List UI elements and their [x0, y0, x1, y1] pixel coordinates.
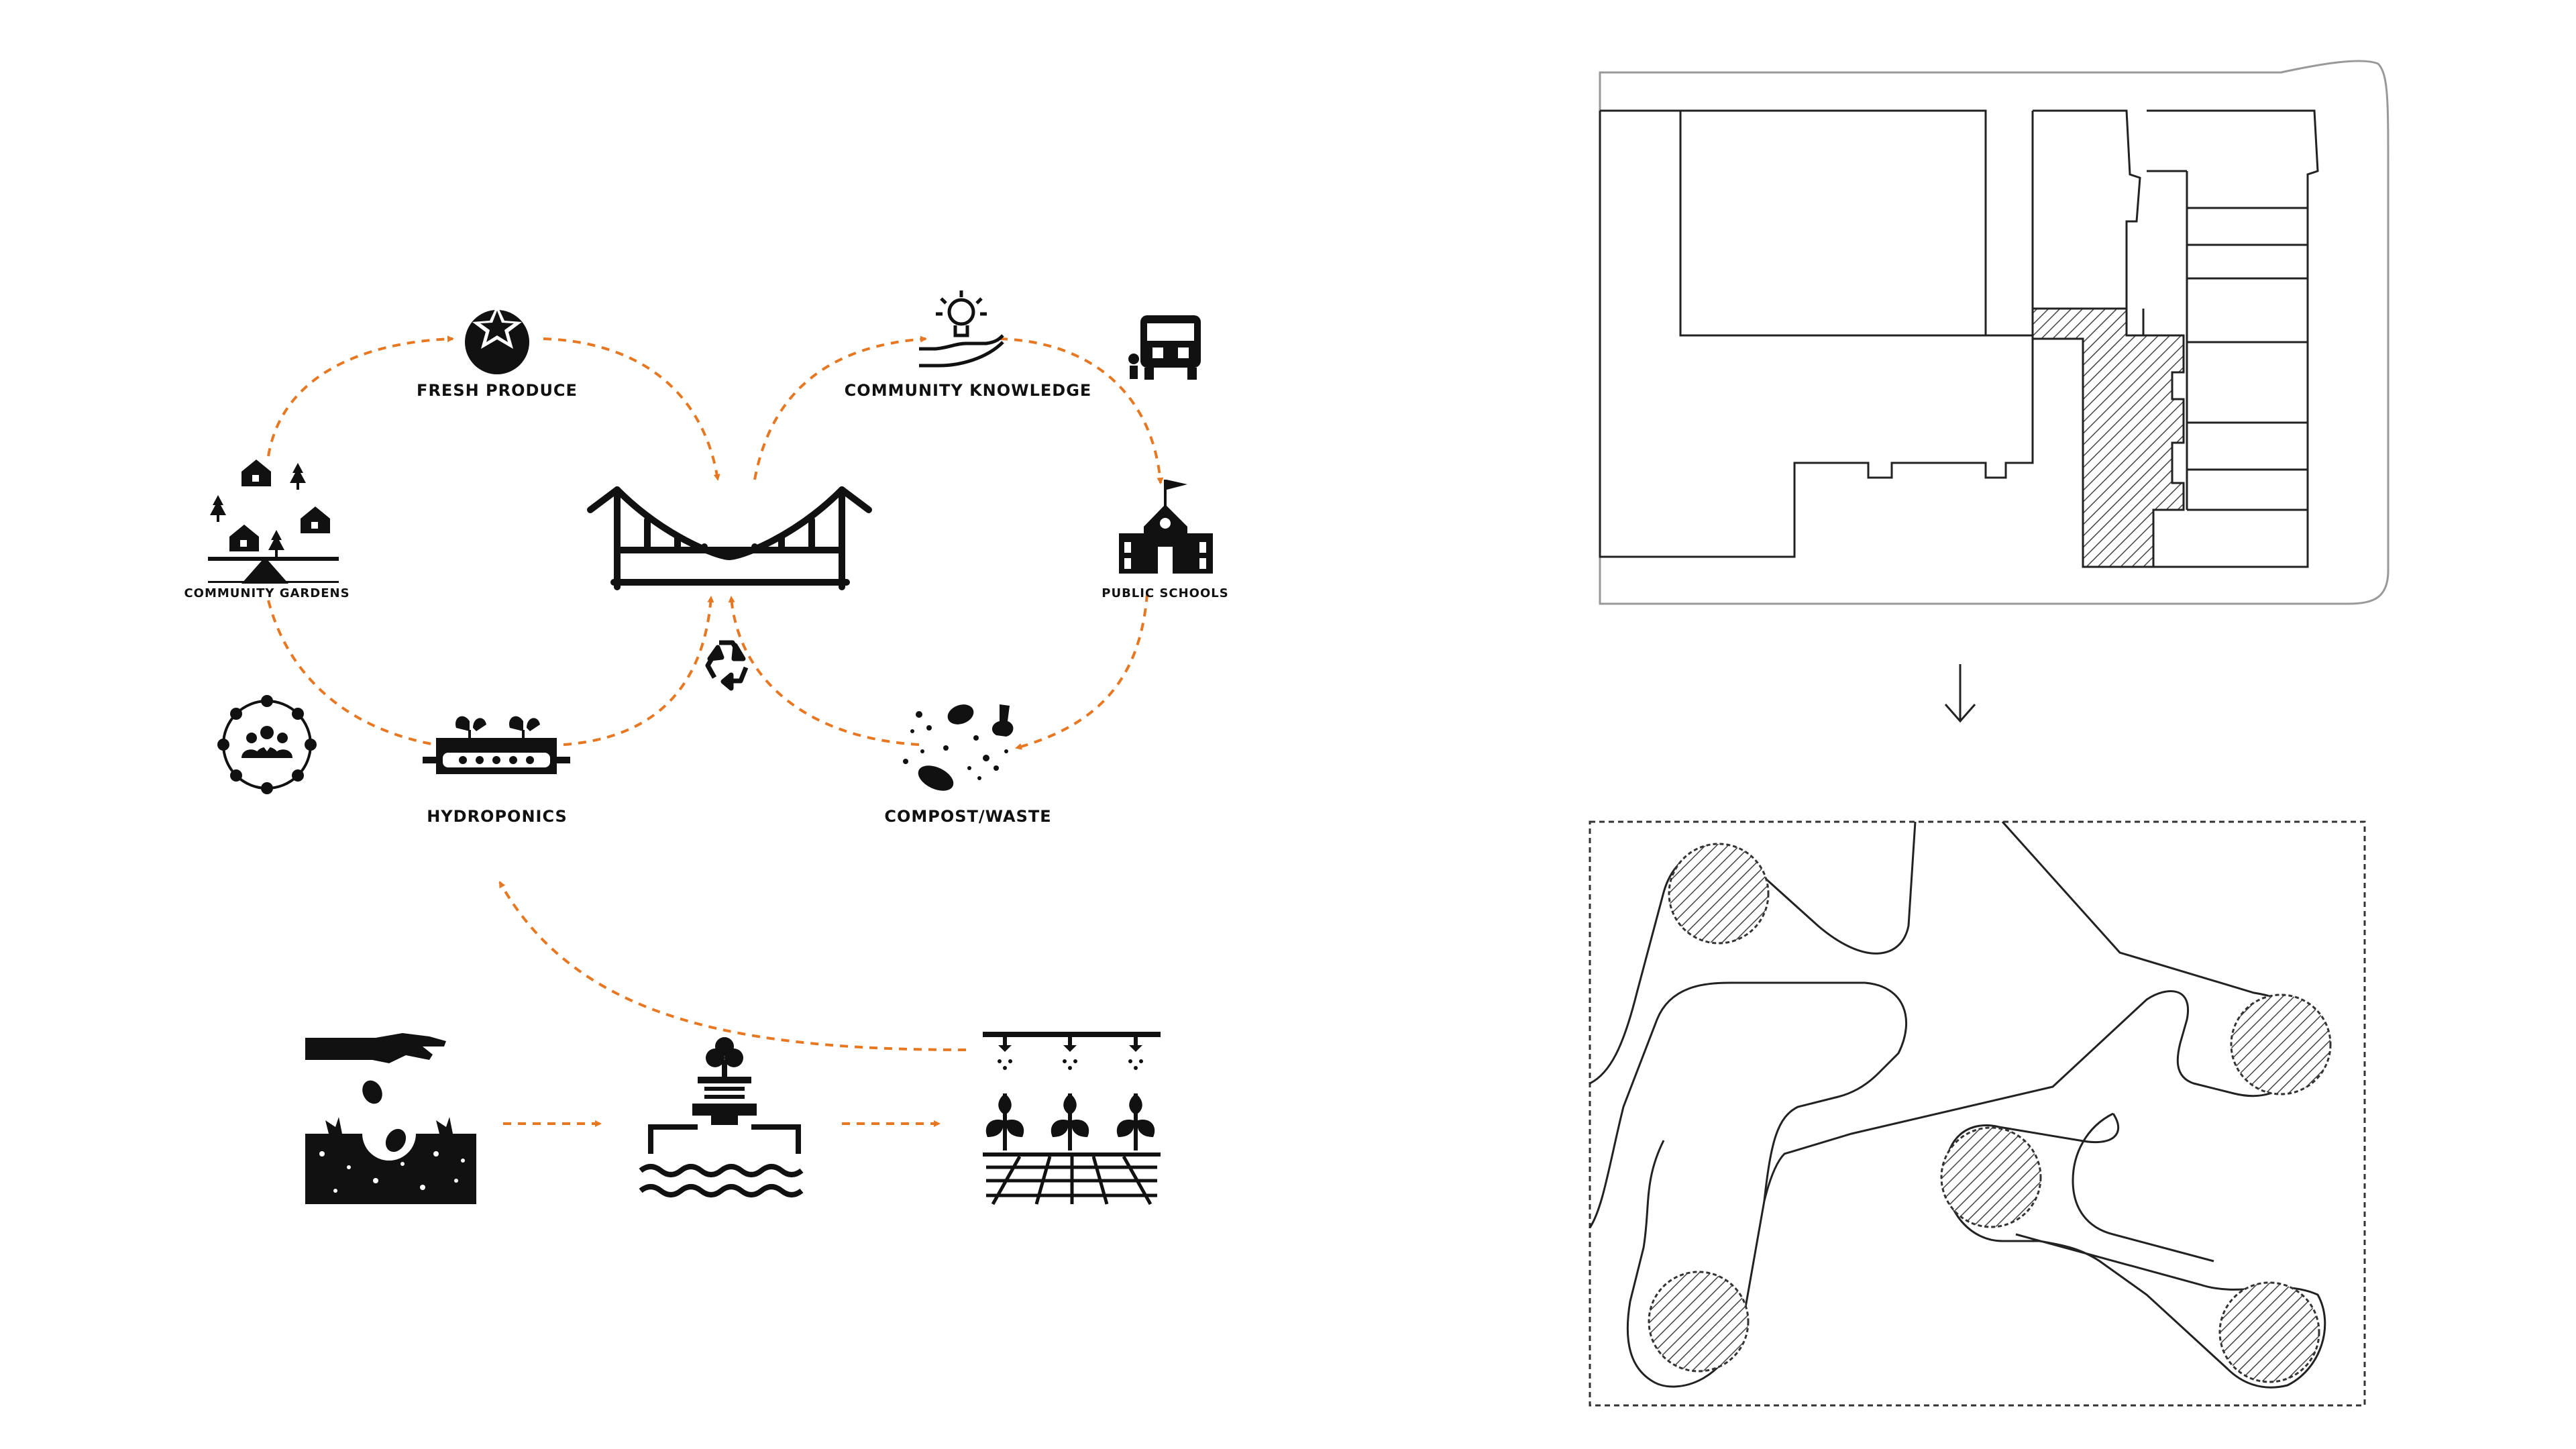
building-strip — [2031, 109, 2141, 463]
irrigation-crops-icon — [983, 1032, 1161, 1205]
tomato-icon — [465, 305, 529, 374]
site-boundary — [1599, 60, 2390, 605]
houses-trees-icon — [208, 460, 339, 584]
down-arrow-icon — [1944, 664, 1976, 723]
path-middle-band — [1589, 981, 1908, 1388]
seed-planting-icon — [305, 1033, 476, 1204]
hatched-circles — [1648, 843, 2332, 1383]
recycle-icon — [705, 640, 749, 691]
compost-scraps-icon — [903, 704, 1014, 791]
label-fresh-produce: FRESH PRODUCE — [417, 381, 578, 400]
arrow-bridge-to-knowledge — [753, 335, 927, 480]
site-plan — [1599, 60, 2390, 605]
label-hydroponics: HYDROPONICS — [427, 807, 568, 826]
planter-circle — [1648, 1271, 1750, 1373]
label-compost-waste: COMPOST/WASTE — [884, 807, 1051, 826]
food-cycle-diagram: FRESH PRODUCE COMMUNITY KNOWLEDGE — [184, 290, 1228, 1205]
planter-circle — [2218, 1281, 2320, 1383]
path-upper-right — [1763, 820, 2317, 1201]
bridge-icon — [587, 486, 872, 590]
school-bus-icon — [1128, 315, 1201, 380]
arrow-schools-to-compost — [1015, 593, 1148, 750]
lightbulb-hand-icon — [919, 290, 1004, 368]
arrow-irrigation-to-hydroponics — [498, 881, 967, 1051]
arrow-knowledge-to-schools — [999, 337, 1164, 484]
community-circle-icon — [217, 695, 317, 794]
arrow-compost-to-bridge — [728, 596, 920, 746]
arrow-hydroponics-to-bridge — [563, 596, 714, 746]
cycle-connectors — [267, 335, 1164, 1127]
building-large-lot — [1599, 111, 2034, 558]
path-lower-right — [1944, 1113, 2326, 1389]
arrow-gardens-to-hydroponics — [267, 600, 444, 749]
arrow-produce-to-bridge — [543, 337, 720, 481]
concept-frame — [1589, 820, 2366, 1407]
school-building-icon — [1119, 480, 1213, 574]
label-public-schools: PUBLIC SCHOOLS — [1102, 586, 1228, 600]
label-community-knowledge: COMMUNITY KNOWLEDGE — [845, 381, 1092, 400]
building-row-west-edge — [2147, 170, 2188, 510]
planter-circle — [1668, 843, 1770, 945]
water-treatment-icon — [639, 1037, 804, 1197]
hatched-building — [2031, 307, 2185, 568]
planter-circle — [1940, 1126, 2042, 1228]
concept-layout — [1589, 820, 2366, 1407]
hydroponic-tray-icon — [423, 716, 570, 774]
building-footprints — [1600, 109, 1987, 337]
arrow-gardens-to-produce — [267, 335, 454, 457]
path-lower-inner — [2072, 1112, 2214, 1263]
label-community-gardens: COMMUNITY GARDENS — [184, 586, 350, 600]
building-row-lines — [2187, 207, 2308, 511]
planter-circle — [2230, 994, 2332, 1095]
